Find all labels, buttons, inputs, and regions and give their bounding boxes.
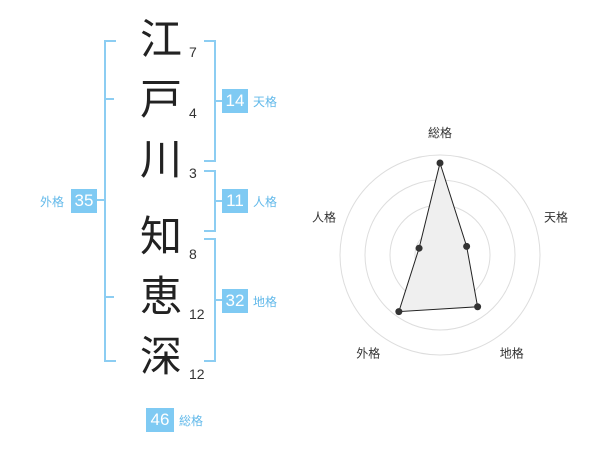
stroke-count-1: 7 (189, 44, 197, 60)
name-char-3: 川 (139, 135, 182, 184)
name-char-5: 恵 (139, 272, 182, 321)
gaikaku-value: 35 (71, 189, 97, 213)
tenkaku-connector (214, 100, 222, 102)
name-char-4: 知 (139, 212, 182, 261)
radar-point-2 (463, 242, 471, 250)
chikaku-connector (214, 299, 222, 301)
stroke-count-6: 12 (189, 366, 205, 382)
stroke-count-5: 12 (189, 306, 205, 322)
jinkaku-value: 11 (222, 189, 248, 213)
name-char-6: 深 (139, 332, 182, 381)
soukaku-label: 総格 (179, 414, 204, 428)
radar-point-1 (436, 159, 444, 167)
radar-grid-ring (339, 154, 541, 356)
stroke-count-2: 4 (189, 105, 197, 121)
radar-axis-label-1: 総格 (428, 125, 452, 140)
gaikaku-bracket (104, 40, 116, 362)
gaikaku-label: 外格 (40, 195, 65, 209)
radar-series-area (398, 161, 479, 313)
jinkaku-connector (214, 200, 222, 202)
jinkaku-label: 人格 (253, 195, 278, 209)
radar-point-4 (395, 308, 403, 316)
radar-point-5 (415, 244, 423, 252)
chikaku-value: 32 (222, 289, 248, 313)
radar-axis-label-2: 天格 (544, 209, 568, 224)
gaikaku-connector (97, 199, 106, 201)
tenkaku-value: 14 (222, 89, 248, 113)
tenkaku-label: 天格 (253, 95, 278, 109)
stroke-count-4: 8 (189, 246, 197, 262)
bracket-tick (104, 296, 114, 298)
bracket-tick (104, 98, 114, 100)
soukaku-value: 46 (146, 408, 174, 432)
stroke-count-3: 3 (189, 165, 197, 181)
name-char-2: 戸 (139, 75, 182, 124)
radar-axis-label-5: 人格 (312, 209, 336, 224)
chikaku-label: 地格 (253, 295, 278, 309)
name-char-1: 江 (139, 15, 182, 64)
radar-point-3 (474, 303, 482, 311)
radar-axis-label-3: 地格 (500, 346, 524, 361)
radar-axis-label-4: 外格 (356, 346, 380, 361)
